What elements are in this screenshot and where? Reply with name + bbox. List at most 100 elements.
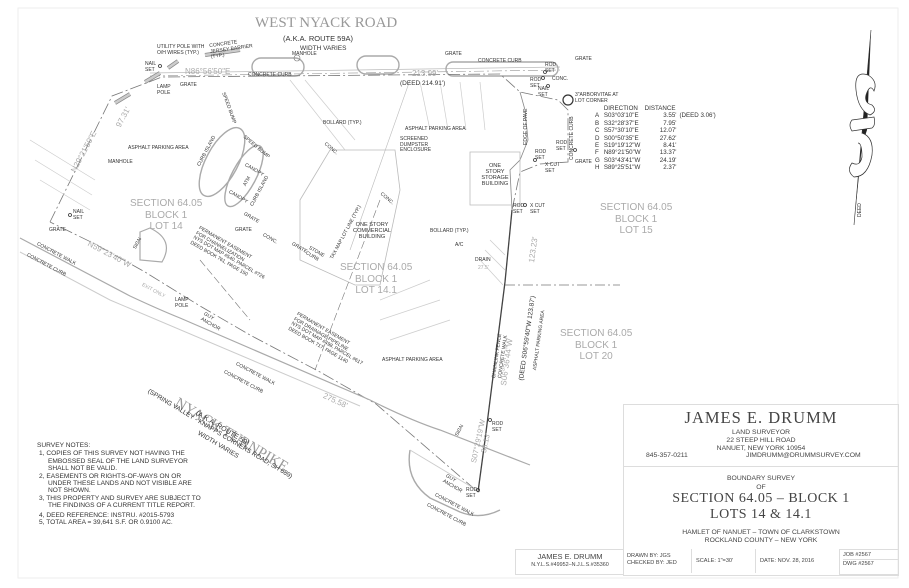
distance: 8.41' (663, 142, 677, 150)
job-dwg-cell: JOB #2567 DWG #2567 (839, 549, 899, 575)
license-numbers: N.Y.L.S.#49952–N.J.L.S.#35360 (531, 562, 609, 568)
drawn-by: DRAWN BY: JGS (627, 553, 671, 559)
label-asphalt-parking-north: ASPHALT PARKING AREA (405, 126, 466, 132)
label-x-cut-set-h: X CUT SET (530, 203, 545, 215)
label-rod-set-f: ROD SET (535, 149, 547, 161)
deed-note (679, 157, 719, 164)
lot-label-20: SECTION 64.05 BLOCK 1 LOT 20 (560, 328, 632, 363)
lot-number: LOT 20 (579, 351, 613, 362)
point-id: H (595, 164, 600, 172)
deed-note (679, 142, 719, 149)
date-value: DATE: NOV. 28, 2016 (760, 558, 815, 564)
lot-section: SECTION 64.05 (600, 202, 673, 213)
label-concrete-curb-east: CONCRETE CURB (569, 116, 575, 160)
label-commercial-building: ONE STORY COMMERCIAL BUILDING (353, 222, 391, 241)
distance: 3.55' (663, 112, 677, 120)
title-divider (624, 466, 898, 467)
label-rod-set-se2: ROD SET (466, 487, 478, 499)
lot-number: LOT 15 (619, 225, 653, 236)
label-grate-ne: GRATE (575, 56, 592, 62)
job-number: JOB #2567 (843, 552, 898, 560)
label-drain: DRAIN (475, 257, 491, 263)
distance: 12.07' (659, 127, 677, 135)
dwg-number: DWG #2567 (843, 561, 874, 567)
lot-section: SECTION 64.05 (560, 328, 633, 339)
hamlet-town: HAMLET OF NANUET – TOWN OF CLARKSTOWN (682, 529, 840, 536)
direction: N89°21'50"W (603, 149, 641, 157)
survey-note-item: 2, EASEMENTS OR RIGHTS-OF-WAYS ON OR UND… (39, 472, 192, 495)
distance: 7.95' (663, 119, 677, 127)
label-concrete-curb-north: CONCRETE CURB (248, 72, 292, 78)
bearing-north-line: N86°56'50"E (185, 67, 231, 76)
point-id: G (595, 156, 600, 164)
lot-section: SECTION 64.05 (340, 262, 413, 273)
label-rod-set-h: ROD SET (513, 203, 525, 215)
distance: 2.37' (663, 164, 677, 172)
surveyor-email: JIMDRUMM@DRUMMSURVEY.COM (746, 452, 861, 459)
road-aka-route-59a: (A.K.A. ROUTE 59A) (283, 34, 354, 43)
point-id: D (595, 134, 600, 142)
direction: S03°43'41"W (603, 156, 641, 164)
direction: S57°30'10"E (603, 127, 639, 135)
table-header: DIRECTION (603, 105, 638, 112)
label-nail-set-c: NAIL SET (538, 86, 549, 98)
table-row: F N89°21'50"W 13.37' (595, 149, 720, 156)
label-grate-top: GRATE (445, 51, 462, 57)
table-row: H S89°25'51"W 2.37' (595, 164, 720, 171)
scale-cell: SCALE: 1"=30' (691, 549, 756, 573)
road-width-north: WIDTH VARIES (300, 45, 347, 52)
surveyor-address-1: 22 STEEP HILL ROAD (726, 437, 796, 444)
label-lamp-pole-north: LAMP POLE (157, 84, 171, 96)
label-bollard-north: BOLLARD (TYP.) (323, 120, 362, 126)
label-edge-of-pave: EDGE OF PAVE (523, 108, 529, 146)
label-dumpster: SCREENED DUMPSTER ENCLOSURE (400, 136, 432, 153)
date-cell: DATE: NOV. 28, 2016 (755, 549, 840, 573)
checked-by: CHECKED BY: JED (627, 560, 677, 566)
direction: S00°50'35"E (603, 134, 639, 142)
table-row: C S57°30'10"E 12.07' (595, 127, 720, 134)
direction: S19°19'12"W (603, 142, 641, 150)
table-row: A S03°03'10"E 3.55' (DEED 3.06') (595, 112, 720, 119)
deed-note (679, 164, 719, 171)
survey-of: OF (756, 484, 766, 491)
label-rod-set-e: ROD SET (556, 140, 568, 152)
label-bollard-east: BOLLARD (TYP.) (430, 228, 469, 234)
signature-name: JAMES E. DRUMM (537, 552, 603, 561)
survey-note-item: 5, TOTAL AREA = 39,641 S.F. OR 0.9100 AC… (39, 519, 173, 527)
table-row: E S19°19'12"W 8.41' (595, 142, 720, 149)
deed-north-line: (DEED 214.91') (400, 80, 446, 87)
table-header (679, 105, 719, 112)
distance: 27.62' (659, 134, 677, 142)
survey-note-item: 3, THIS PROPERTY AND SURVEY ARE SUBJECT … (39, 494, 201, 510)
survey-note-item: 4, DEED REFERENCE: INSTRU. #2015-5793 (39, 511, 175, 519)
label-utility-pole: UTILITY POLE WITH O/H WIRES (TYP.) (157, 44, 205, 56)
label-grate-mid: GRATE (235, 227, 252, 233)
lot-number: LOT 14.1 (355, 285, 397, 296)
label-arborvitae: 3"ARBORVITAE AT LOT CORNER (575, 92, 619, 104)
deed-note (679, 127, 719, 134)
label-manhole-north: MANHOLE (292, 51, 317, 57)
label-grate-east: GRATE (575, 159, 592, 165)
drawn-checked-cell: DRAWN BY: JGS CHECKED BY: JED (623, 549, 692, 573)
table-header (595, 105, 604, 112)
label-ac-unit: A/C (455, 242, 464, 248)
road-name-west-nyack: WEST NYACK ROAD (255, 15, 398, 31)
label-conc-ne: CONC. (552, 76, 569, 82)
label-rod-set-a: ROD SET (545, 62, 557, 74)
surveyor-phone: 845-357-0211 (646, 452, 688, 459)
lot-section: SECTION 64.05 (130, 198, 203, 209)
surveyor-address-2: NANUET, NEW YORK 10954 (716, 445, 806, 452)
label-asphalt-parking-west: ASPHALT PARKING AREA (128, 145, 189, 151)
point-id: B (595, 119, 600, 127)
lots-title: LOTS 14 & 14.1 (710, 507, 812, 522)
label-grate-west: GRATE (49, 227, 66, 233)
direction: S03°03'10"E (603, 112, 639, 120)
label-lamp-pole-west: LAMP POLE (175, 297, 189, 309)
surveyor-role: LAND SURVEYOR (731, 429, 791, 436)
label-asphalt-parking-south: ASPHALT PARKING AREA (382, 357, 443, 363)
lot-block: BLOCK 1 (575, 339, 618, 351)
dist-north-line: 213.99' (412, 69, 438, 78)
lot-label-14-1: SECTION 64.05 BLOCK 1 LOT 14.1 (340, 262, 412, 297)
